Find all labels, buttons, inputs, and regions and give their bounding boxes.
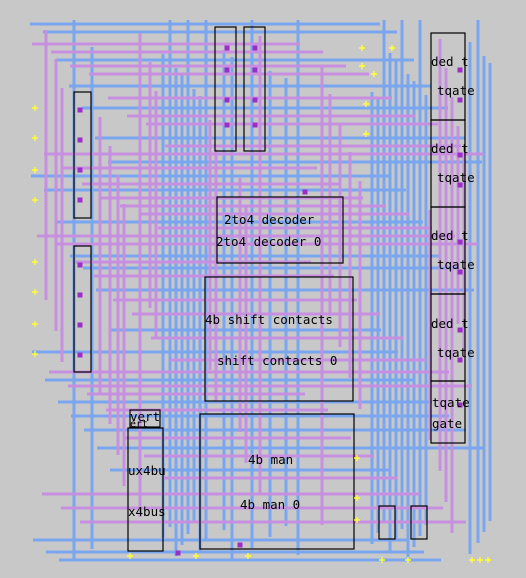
tgate-5-cell [430, 380, 466, 444]
contact-square [175, 550, 181, 556]
mux-header-cell [129, 409, 161, 428]
tgate-5-type-label: tqate [432, 395, 470, 410]
pin-markers [32, 45, 491, 563]
shift-type-label: 4b shift contacts [205, 312, 333, 327]
contact-square [457, 152, 463, 158]
small-cell-a [378, 505, 396, 540]
pin-cross [32, 351, 38, 357]
small-cell-b [410, 505, 428, 540]
tgate-3-cell [430, 206, 466, 295]
pin-cross [245, 553, 251, 559]
pin-cross [363, 131, 369, 137]
contact-square [302, 189, 308, 195]
tgate-5-instance-label: gate [432, 416, 463, 431]
contact-square [224, 97, 230, 103]
contact-square [77, 137, 83, 143]
tgate-2-instance-label: tqate [437, 170, 475, 185]
contact-square [237, 542, 243, 548]
contact-square [457, 269, 463, 275]
pin-cross [127, 553, 133, 559]
contact-square [457, 357, 463, 363]
contact-square [77, 262, 83, 268]
contact-square [457, 97, 463, 103]
pin-cross [389, 45, 395, 51]
tgate-4-cell [430, 293, 466, 382]
pin-cross [359, 63, 365, 69]
contact-square [252, 45, 258, 51]
contact-square [457, 182, 463, 188]
mux-type-label: ux4bu [128, 463, 166, 478]
shift-instance-label: shift contacts 0 [217, 353, 338, 368]
contact-square [252, 67, 258, 73]
tgate-3-instance-label: tqate [437, 257, 475, 272]
metal2-layer [32, 30, 484, 533]
contact-square [457, 67, 463, 73]
tgate-2-type-label: ded t [431, 141, 469, 156]
tgate-1-type-label: ded t [431, 54, 469, 69]
tgate-4-instance-label: tqate [437, 345, 475, 360]
tgate-4-type-label: ded t [431, 316, 469, 331]
cell-outlines [73, 26, 466, 552]
pin-cross [485, 557, 491, 563]
mux-instance-label: x4bus [128, 504, 166, 519]
pin-cross [359, 45, 365, 51]
decoder-cell [216, 196, 344, 264]
tgate-3-type-label: ded t [431, 228, 469, 243]
contact-square [224, 122, 230, 128]
contact-square [252, 122, 258, 128]
contact-square [77, 322, 83, 328]
pin-cross [354, 455, 360, 461]
tgate-1-instance-label: tqate [437, 83, 475, 98]
man-cell [199, 413, 355, 550]
contact-square [77, 292, 83, 298]
man-type-label: 4b man [248, 452, 294, 467]
pin-cross [32, 259, 38, 265]
pin-cross [363, 101, 369, 107]
pin-cross [32, 289, 38, 295]
man-instance-label: 4b man 0 [240, 497, 301, 512]
register-top-b-cell [243, 26, 266, 152]
pin-cross [193, 553, 199, 559]
pin-cross [354, 495, 360, 501]
contact-square [224, 45, 230, 51]
shift-cell [204, 276, 354, 402]
mux-cell [127, 427, 164, 552]
contact-square [457, 239, 463, 245]
pin-cross [32, 135, 38, 141]
contact-square [77, 167, 83, 173]
pin-cross [32, 197, 38, 203]
contact-layer [77, 45, 463, 556]
pin-cross [469, 557, 475, 563]
register-left-lower-cell [73, 245, 92, 373]
contact-square [77, 197, 83, 203]
contact-square [77, 352, 83, 358]
contact-square [457, 327, 463, 333]
pin-cross [379, 557, 385, 563]
register-top-a-cell [214, 26, 237, 152]
pin-cross [354, 517, 360, 523]
mux-top-label: vert [130, 409, 161, 424]
pin-cross [477, 557, 483, 563]
pin-cross [32, 321, 38, 327]
contact-square [252, 97, 258, 103]
pin-cross [371, 71, 377, 77]
decoder-type-label: 2to4 decoder [224, 212, 315, 227]
register-left-upper-cell [73, 91, 92, 219]
contact-square [77, 107, 83, 113]
pin-cross [405, 557, 411, 563]
decoder-instance-label: 2to4 decoder 0 [216, 234, 322, 249]
contact-square [224, 67, 230, 73]
pin-cross [32, 167, 38, 173]
mux-sub-label: ert [130, 419, 149, 430]
pin-cross [32, 105, 38, 111]
contact-square [457, 402, 463, 408]
